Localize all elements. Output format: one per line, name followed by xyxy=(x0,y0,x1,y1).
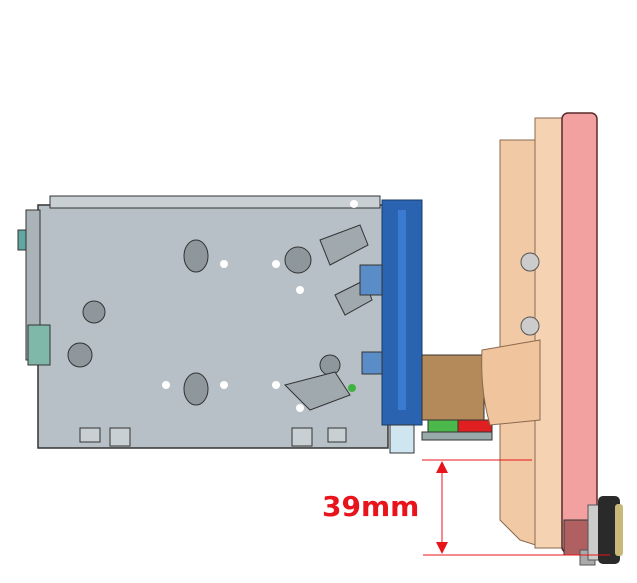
arrow-up-icon xyxy=(436,461,448,473)
display-housing xyxy=(481,117,566,549)
volume-knob xyxy=(587,496,623,564)
arrow-down-icon xyxy=(436,542,448,554)
dimension-line xyxy=(422,459,610,556)
front-bracket xyxy=(359,199,423,454)
dimension-label: 39mm xyxy=(322,490,420,523)
chassis xyxy=(17,195,389,449)
connector-board xyxy=(421,354,493,441)
front-panel xyxy=(561,112,598,566)
